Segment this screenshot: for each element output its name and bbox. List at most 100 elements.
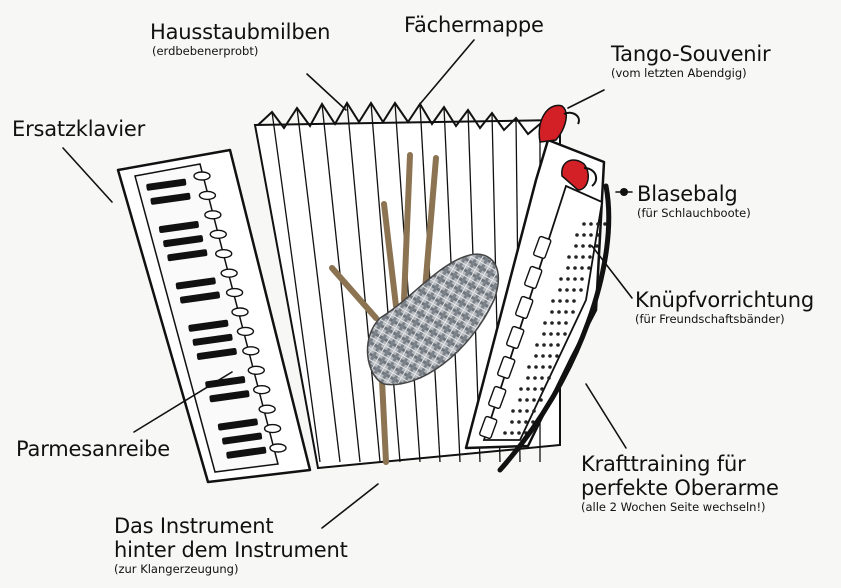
grid-dot: [574, 255, 578, 259]
grid-dot: [548, 354, 552, 358]
grid-dot: [533, 387, 537, 391]
grid-dot: [596, 233, 600, 237]
grid-dot: [575, 233, 579, 237]
grater-hole: [243, 347, 259, 355]
label-instrument-note: (zur Klangerzeugung): [114, 562, 348, 576]
grid-dot: [565, 299, 569, 303]
grid-dot: [557, 310, 561, 314]
grater-hole: [210, 230, 226, 238]
grid-dot: [587, 266, 591, 270]
label-krafttraining-line2: perfekte Oberarme: [581, 476, 779, 500]
grid-dot: [579, 288, 583, 292]
label-hausstaubmilben-title: Hausstaubmilben: [150, 20, 330, 44]
grid-dot: [566, 266, 570, 270]
grid-dot: [582, 222, 586, 226]
grid-dot: [511, 409, 515, 413]
grid-dot: [567, 255, 571, 259]
grid-dot: [566, 277, 570, 281]
grid-dot: [532, 398, 536, 402]
grater-hole: [270, 444, 286, 452]
grid-dot: [555, 354, 559, 358]
grid-dot: [532, 409, 536, 413]
label-faechermappe: Fächermappe: [404, 13, 544, 37]
grid-dot: [526, 376, 530, 380]
grid-dot: [525, 409, 529, 413]
label-tango-souvenir-note: (vom letzten Abendgig): [611, 66, 771, 80]
grid-dot: [543, 321, 547, 325]
grid-dot: [525, 398, 529, 402]
grid-dot: [572, 299, 576, 303]
grid-dot: [510, 420, 514, 424]
grid-dot: [563, 332, 567, 336]
label-tango-souvenir: Tango-Souvenir (vom letzten Abendgig): [611, 42, 771, 80]
grid-dot: [510, 431, 514, 435]
label-krafttraining: Krafttraining für perfekte Oberarme (all…: [581, 452, 779, 514]
label-blasebalg-note: (für Schlauchboote): [637, 206, 751, 220]
grid-dot: [526, 387, 530, 391]
label-krafttraining-line1: Krafttraining für: [581, 452, 779, 476]
label-ersatzklavier: Ersatzklavier: [12, 117, 145, 141]
grid-dot: [540, 376, 544, 380]
grid-dot: [541, 354, 545, 358]
label-blasebalg: Blasebalg (für Schlauchboote): [637, 182, 751, 220]
grid-dot: [518, 398, 522, 402]
grid-dot: [558, 299, 562, 303]
grid-dot: [589, 233, 593, 237]
label-hausstaubmilben: Hausstaubmilben (erdbebenerprobt): [150, 20, 330, 58]
grid-dot: [559, 277, 563, 281]
grater-hole: [205, 211, 221, 219]
grid-dot: [517, 431, 521, 435]
grid-dot: [533, 376, 537, 380]
grid-dot: [549, 332, 553, 336]
label-hausstaubmilben-note: (erdbebenerprobt): [152, 44, 330, 58]
grid-dot: [547, 376, 551, 380]
label-krafttraining-note: (alle 2 Wochen Seite wechseln!): [581, 500, 779, 514]
grid-dot: [541, 365, 545, 369]
label-tango-souvenir-title: Tango-Souvenir: [611, 42, 771, 66]
grid-dot: [548, 365, 552, 369]
grater-hole: [254, 386, 270, 394]
grid-dot: [524, 420, 528, 424]
grid-dot: [580, 266, 584, 270]
grid-dot: [581, 244, 585, 248]
grater-hole: [199, 191, 215, 199]
grater-hole: [232, 308, 248, 316]
grid-dot: [517, 420, 521, 424]
grid-dot: [556, 332, 560, 336]
grid-dot: [558, 288, 562, 292]
grid-dot: [588, 255, 592, 259]
grid-dot: [556, 343, 560, 347]
grid-dot: [573, 277, 577, 281]
grid-dot: [542, 343, 546, 347]
grid-dot: [551, 299, 555, 303]
grid-dot: [564, 321, 568, 325]
grid-dot: [519, 387, 523, 391]
grid-dot: [542, 332, 546, 336]
label-parmesanreibe: Parmesanreibe: [16, 437, 170, 461]
label-knuepfvorrichtung: Knüpfvorrichtung (für Freundschaftsbände…: [635, 288, 814, 326]
grid-dot: [565, 288, 569, 292]
label-instrument-line2: hinter dem Instrument: [114, 538, 348, 562]
grid-dot: [596, 222, 600, 226]
grid-dot: [503, 431, 507, 435]
grid-dot: [549, 343, 553, 347]
grid-dot: [557, 321, 561, 325]
grid-dot: [574, 244, 578, 248]
grid-dot: [564, 310, 568, 314]
grid-dot: [580, 277, 584, 281]
label-instrument-line1: Das Instrument: [114, 514, 348, 538]
grid-dot: [550, 310, 554, 314]
label-knuepfvorrichtung-note: (für Freundschaftsbänder): [635, 312, 814, 326]
grid-dot: [582, 233, 586, 237]
grid-dot: [550, 321, 554, 325]
label-blasebalg-title: Blasebalg: [637, 182, 751, 206]
grid-dot: [572, 288, 576, 292]
grid-dot: [540, 387, 544, 391]
grater-hole: [216, 250, 232, 258]
grid-dot: [573, 266, 577, 270]
grid-dot: [539, 398, 543, 402]
grid-dot: [518, 409, 522, 413]
grid-dot: [589, 222, 593, 226]
grater-hole: [259, 405, 275, 413]
